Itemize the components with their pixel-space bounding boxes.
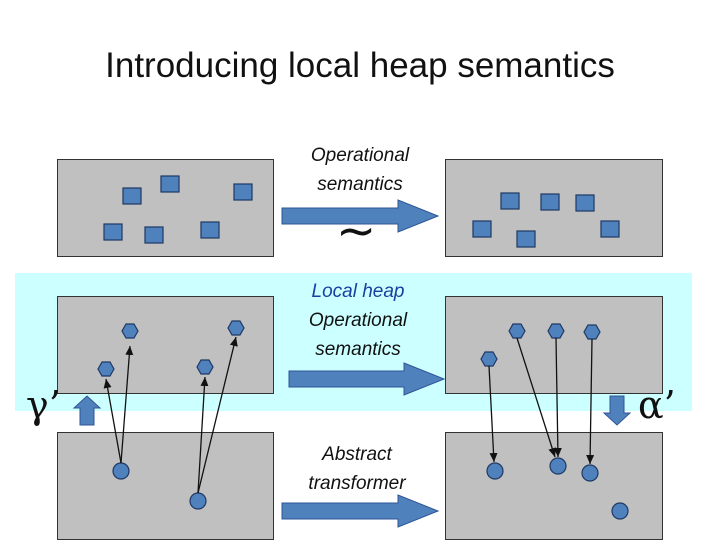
local-object (583, 324, 601, 340)
concrete-cell (200, 221, 220, 239)
local-label-line2: Operational (308, 310, 408, 331)
abstract-label-line2: transformer (308, 473, 406, 494)
operational-arrow (281, 199, 440, 233)
abstract-object (189, 492, 207, 510)
abstraction-arrow (553, 337, 562, 458)
local-label-line3: semantics (315, 339, 401, 360)
concrete-cell (233, 183, 253, 201)
abstract-object (486, 462, 504, 480)
local-object (196, 359, 214, 375)
alpha-down-arrow (602, 395, 632, 426)
local-object (508, 323, 526, 339)
concrete-cell (575, 194, 595, 212)
concretization-arrow (197, 336, 238, 494)
concrete-cell (144, 226, 164, 244)
local-heap-after-panel (445, 296, 663, 394)
abstract-heap-before-panel (57, 432, 274, 540)
concrete-cell (540, 193, 560, 211)
abstraction-arrow (586, 338, 595, 465)
operational-semantics-label: Operational semantics (270, 141, 450, 199)
local-object (97, 361, 115, 377)
local-object (227, 320, 245, 336)
gamma-prime-symbol: γ’ (26, 383, 61, 427)
abstract-object (581, 464, 599, 482)
concretization-arrow (197, 376, 209, 494)
concrete-heap-before-panel (57, 159, 274, 257)
alpha-prime-symbol: α’ (638, 383, 676, 427)
operational-label-line2: semantics (317, 174, 403, 195)
gamma-up-arrow (72, 395, 102, 426)
concretization-arrow (120, 345, 134, 464)
concrete-cell (600, 220, 620, 238)
concrete-cell (103, 223, 123, 241)
local-heap-before-panel (57, 296, 274, 394)
concrete-cell (472, 220, 492, 238)
concrete-cell (160, 175, 180, 193)
abstract-object (549, 457, 567, 475)
local-heap-arrow (288, 362, 446, 396)
abstract-object (611, 502, 629, 520)
slide-title: Introducing local heap semantics (105, 46, 615, 85)
abstract-transformer-arrow (281, 494, 440, 528)
local-object (547, 323, 565, 339)
local-label-line1: Local heap (311, 281, 405, 302)
abstract-label-line1: Abstract (322, 444, 392, 465)
operational-label-line1: Operational (310, 145, 410, 166)
concrete-cell (516, 230, 536, 248)
local-object (480, 351, 498, 367)
concrete-cell (122, 187, 142, 205)
abstract-transformer-label: Abstract transformer (267, 440, 447, 498)
abstract-object (112, 462, 130, 480)
local-object (121, 323, 139, 339)
local-heap-semantics-label: Local heap Operational semantics (268, 277, 448, 364)
concrete-cell (500, 192, 520, 210)
abstraction-arrow (516, 337, 557, 458)
concretization-arrow (103, 378, 122, 464)
abstraction-arrow (488, 365, 498, 463)
